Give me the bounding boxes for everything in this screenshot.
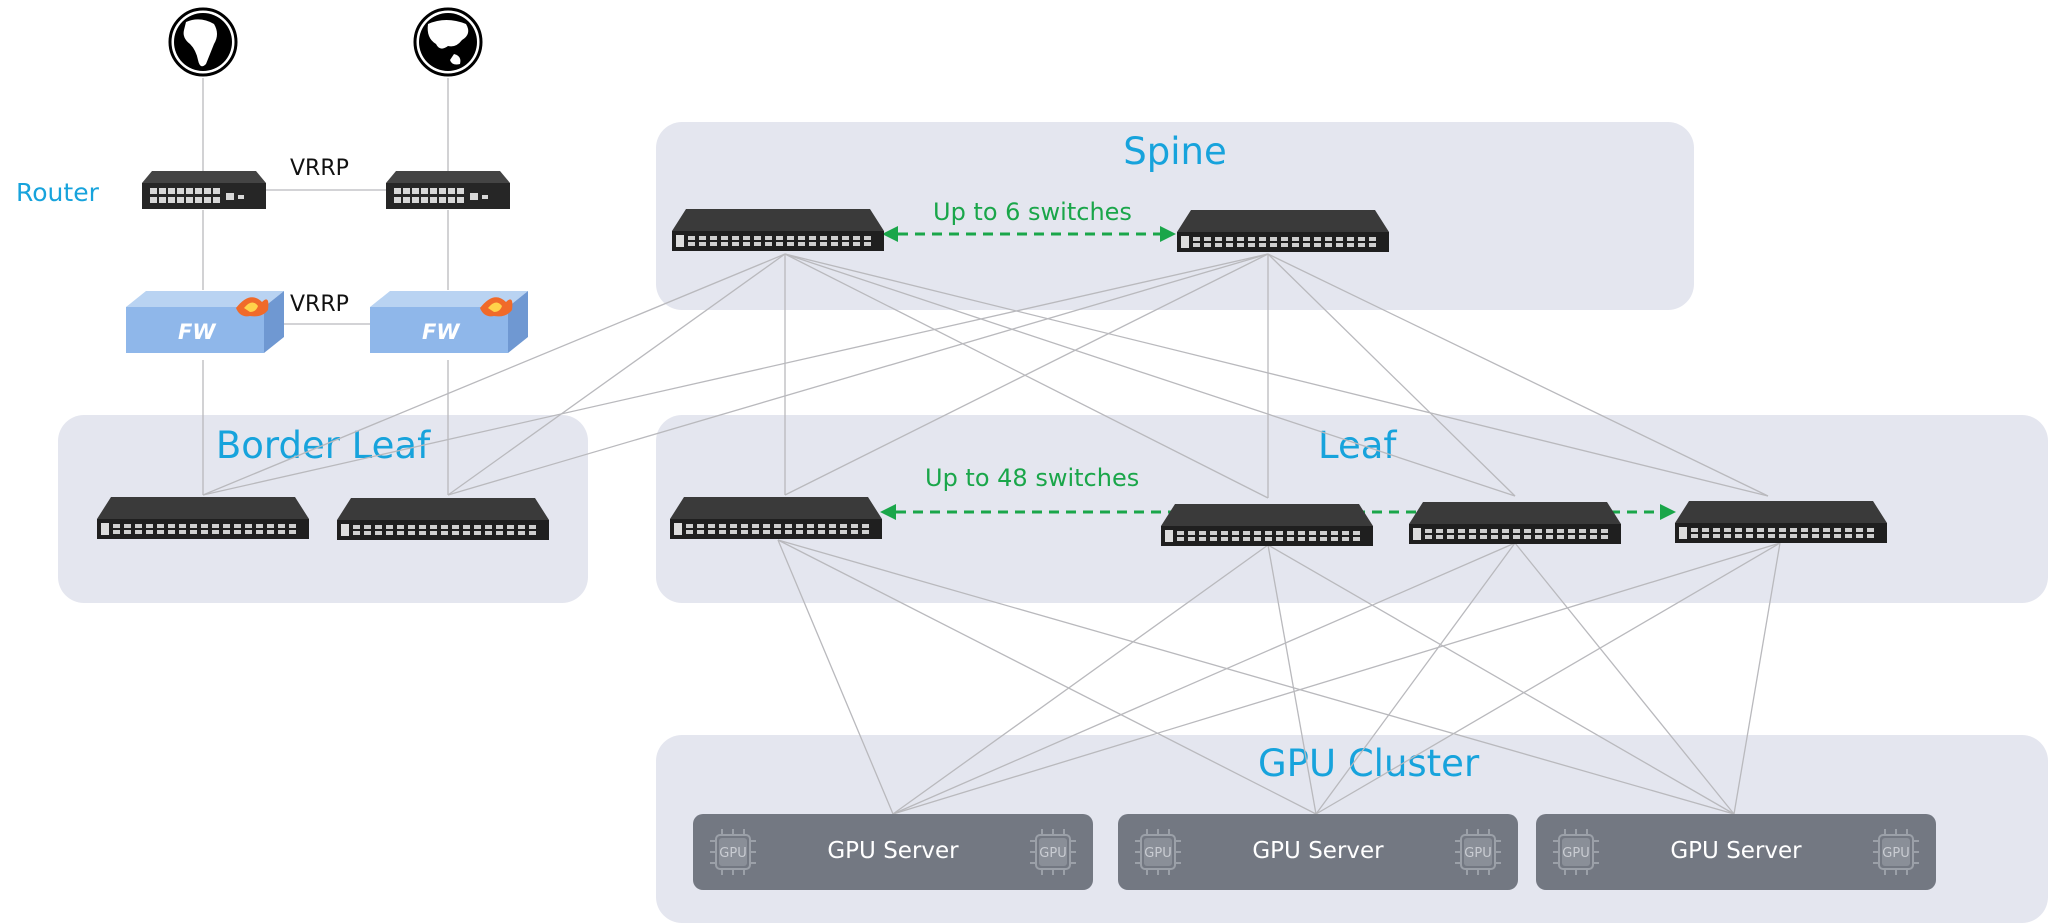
globe-asia-icon [413, 7, 483, 77]
leaf-switch-1 [670, 497, 882, 539]
link-lines [202, 78, 1781, 815]
gpu-chip-icon: GPU [1135, 829, 1181, 875]
spine-switch-2 [1177, 210, 1389, 252]
gpu-chip-icon: GPU [1873, 829, 1919, 875]
gpu-server-label: GPU Server [1252, 838, 1384, 864]
gpu-chip-icon: GPU [1553, 829, 1599, 875]
leaf-title: Leaf [1318, 424, 1397, 467]
gpu-server-label: GPU Server [827, 838, 959, 864]
svg-text:GPU: GPU [1464, 846, 1491, 861]
router-icon-left [142, 171, 266, 209]
gpu-cluster-title: GPU Cluster [1258, 742, 1480, 785]
svg-text:GPU: GPU [1562, 846, 1589, 861]
fw-label-right: FW [422, 320, 460, 344]
svg-text:GPU: GPU [1039, 846, 1066, 861]
fw-label-left: FW [178, 320, 216, 344]
gpu-server-label: GPU Server [1670, 838, 1802, 864]
border-leaf-switch-2 [337, 498, 549, 540]
globe-africa-icon [168, 7, 238, 77]
firewall-icon-right [370, 291, 528, 353]
spine-switch-1 [672, 209, 884, 251]
gpu-server-2: GPU GPU Server GPU [1118, 814, 1518, 890]
leaf-switch-4 [1675, 501, 1887, 543]
leaf-scale-label: Up to 48 switches [925, 464, 1140, 492]
firewall-icon-left [126, 291, 284, 353]
vrrp-router-label: VRRP [290, 156, 349, 181]
spine-scale-label: Up to 6 switches [933, 198, 1132, 226]
gpu-server-3: GPU GPU Server GPU [1536, 814, 1936, 890]
leaf-switch-2 [1161, 504, 1373, 546]
router-label: Router [16, 178, 99, 207]
gpu-chip-icon: GPU [710, 829, 756, 875]
svg-text:GPU: GPU [1882, 846, 1909, 861]
gpu-chip-icon: GPU [1455, 829, 1501, 875]
spine-title: Spine [1123, 130, 1227, 173]
router-icon-right [386, 171, 510, 209]
svg-text:GPU: GPU [719, 846, 746, 861]
svg-text:GPU: GPU [1144, 846, 1171, 861]
border-leaf-switch-1 [97, 497, 309, 539]
vrrp-fw-label: VRRP [290, 292, 349, 317]
gpu-chip-icon: GPU [1030, 829, 1076, 875]
gpu-server-1: GPU GPU Server GPU [693, 814, 1093, 890]
leaf-switch-3 [1409, 502, 1621, 544]
spine-scale-arrow [882, 226, 1176, 242]
